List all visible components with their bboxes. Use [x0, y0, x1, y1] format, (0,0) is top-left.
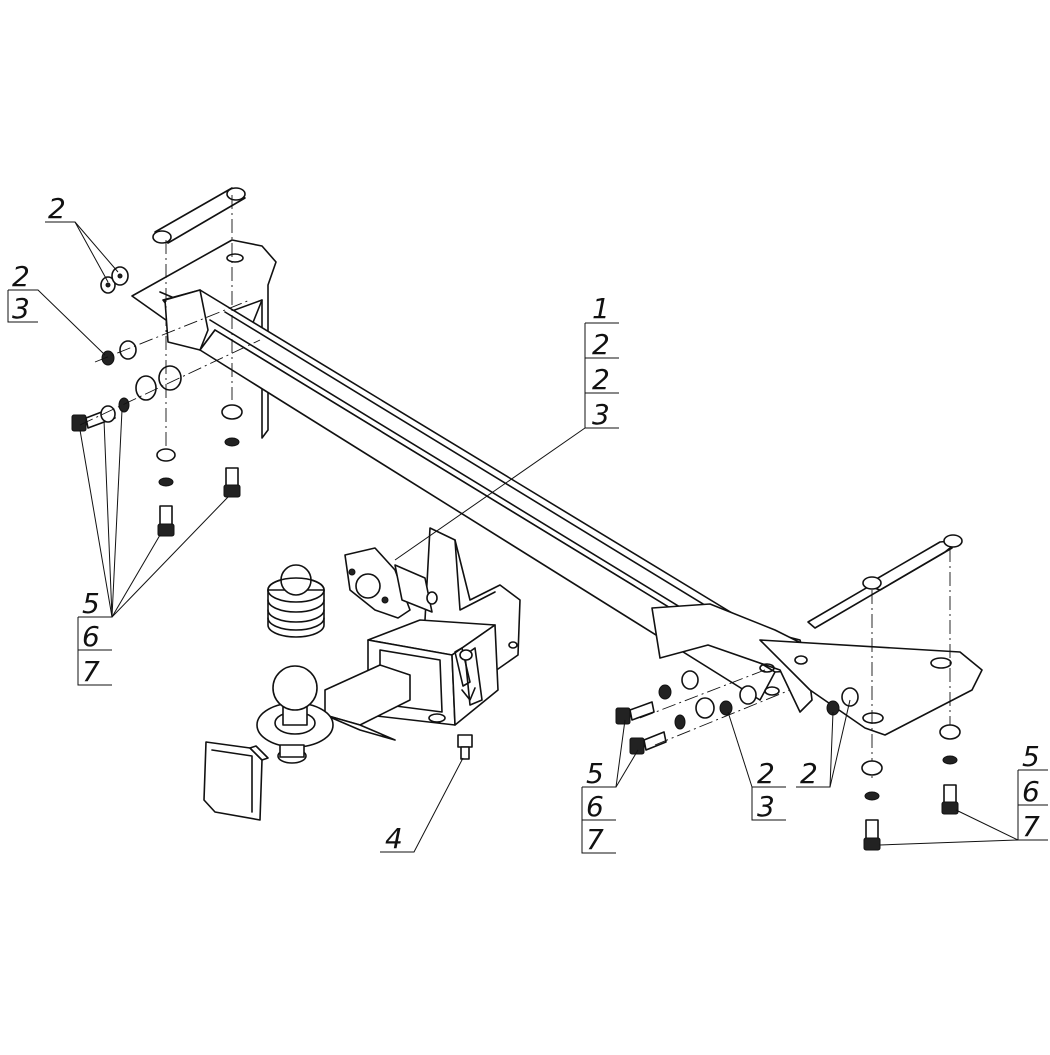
- main-beam: [162, 289, 809, 701]
- callout-4-bottom: 4: [385, 822, 403, 855]
- callout-7-mid: 7: [586, 823, 604, 856]
- socket-plate: [344, 547, 438, 619]
- mid-fasteners: [615, 667, 859, 755]
- right-strap: [807, 534, 963, 629]
- callout-2-left: 2: [12, 260, 30, 293]
- callout-3-left: 3: [12, 292, 30, 325]
- callout-5-mid: 5: [586, 757, 604, 790]
- right-fasteners: [861, 548, 961, 851]
- callout-7-left: 7: [82, 655, 100, 688]
- left-strap: [152, 187, 246, 244]
- callout-3-mid: 3: [757, 790, 775, 823]
- callout-labels: 2 2 3 5 6 7 1 2 2 3 4 5 6 7 2 3 2 5 6 7: [12, 192, 1040, 856]
- callout-2b-top: 2: [592, 363, 610, 396]
- plug-cover: [203, 741, 269, 821]
- callout-6-right: 6: [1022, 775, 1040, 808]
- callout-2-mid: 2: [757, 757, 775, 790]
- left-fasteners: [71, 195, 261, 537]
- callout-2-right: 2: [800, 757, 818, 790]
- callout-2a-top: 2: [592, 328, 610, 361]
- hitch-pin: [454, 647, 476, 760]
- right-bracket: [651, 603, 983, 736]
- leader-lines: [7, 221, 1048, 854]
- callout-2-top-left: 2: [48, 192, 66, 225]
- callout-3-top: 3: [592, 398, 610, 431]
- callout-5-left: 5: [82, 587, 100, 620]
- callout-5-right: 5: [1022, 740, 1040, 773]
- callout-7-right: 7: [1022, 810, 1040, 843]
- callout-6-left: 6: [82, 620, 100, 653]
- ball-cap: [267, 564, 325, 638]
- callout-1-top: 1: [592, 292, 610, 325]
- callout-6-mid: 6: [586, 790, 604, 823]
- ball-mount: [256, 664, 411, 764]
